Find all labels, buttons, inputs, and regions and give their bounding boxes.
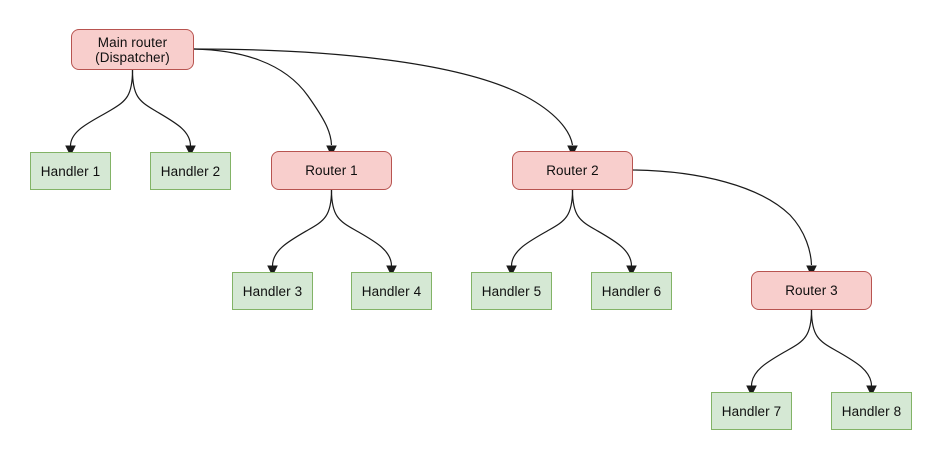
- edge-router-3-to-handler-7: [746, 309, 813, 397]
- node-handler-8[interactable]: Handler 8: [831, 392, 912, 430]
- node-label: Handler 5: [481, 283, 542, 299]
- node-label: Handler 4: [361, 283, 422, 299]
- edge-main-to-router-1: [193, 48, 337, 157]
- node-handler-1[interactable]: Handler 1: [30, 152, 111, 190]
- edge-router-2-to-router-3: [632, 169, 817, 277]
- node-handler-7[interactable]: Handler 7: [711, 392, 792, 430]
- edge-line: [510, 189, 574, 267]
- node-handler-3[interactable]: Handler 3: [232, 272, 313, 310]
- edge-line: [131, 69, 192, 147]
- node-label: Handler 7: [721, 403, 782, 419]
- edge-main-to-handler-1: [65, 69, 134, 157]
- edge-router-3-to-handler-8: [810, 309, 877, 397]
- edge-main-to-handler-2: [131, 69, 196, 157]
- node-label: Handler 2: [160, 163, 221, 179]
- node-handler-4[interactable]: Handler 4: [351, 272, 432, 310]
- edge-main-to-router-2: [193, 48, 578, 157]
- node-router-3[interactable]: Router 3: [751, 271, 872, 310]
- edge-line: [750, 309, 813, 387]
- node-label: Handler 1: [40, 163, 101, 179]
- edge-line: [193, 48, 574, 146]
- edge-line: [330, 189, 393, 267]
- node-router-1[interactable]: Router 1: [271, 151, 392, 190]
- node-router-2[interactable]: Router 2: [512, 151, 633, 190]
- edge-line: [571, 189, 633, 267]
- node-handler-6[interactable]: Handler 6: [591, 272, 672, 310]
- node-handler-2[interactable]: Handler 2: [150, 152, 231, 190]
- node-label: Handler 8: [841, 403, 902, 419]
- edge-line: [69, 69, 134, 147]
- edge-router-1-to-handler-3: [267, 189, 333, 277]
- edge-line: [193, 48, 333, 146]
- node-label: Router 1: [305, 163, 358, 178]
- node-label: Handler 3: [242, 283, 303, 299]
- node-label: Handler 6: [601, 283, 662, 299]
- edge-line: [810, 309, 873, 387]
- edge-router-1-to-handler-4: [330, 189, 397, 277]
- node-handler-5[interactable]: Handler 5: [471, 272, 552, 310]
- node-main-router[interactable]: Main router (Dispatcher): [71, 29, 194, 70]
- edge-router-2-to-handler-6: [571, 189, 637, 277]
- edge-router-2-to-handler-5: [506, 189, 574, 277]
- node-label: Router 3: [785, 283, 838, 298]
- edge-line: [632, 169, 813, 266]
- edge-line: [271, 189, 333, 267]
- node-label: Main router (Dispatcher): [95, 34, 170, 65]
- node-label: Router 2: [546, 163, 599, 178]
